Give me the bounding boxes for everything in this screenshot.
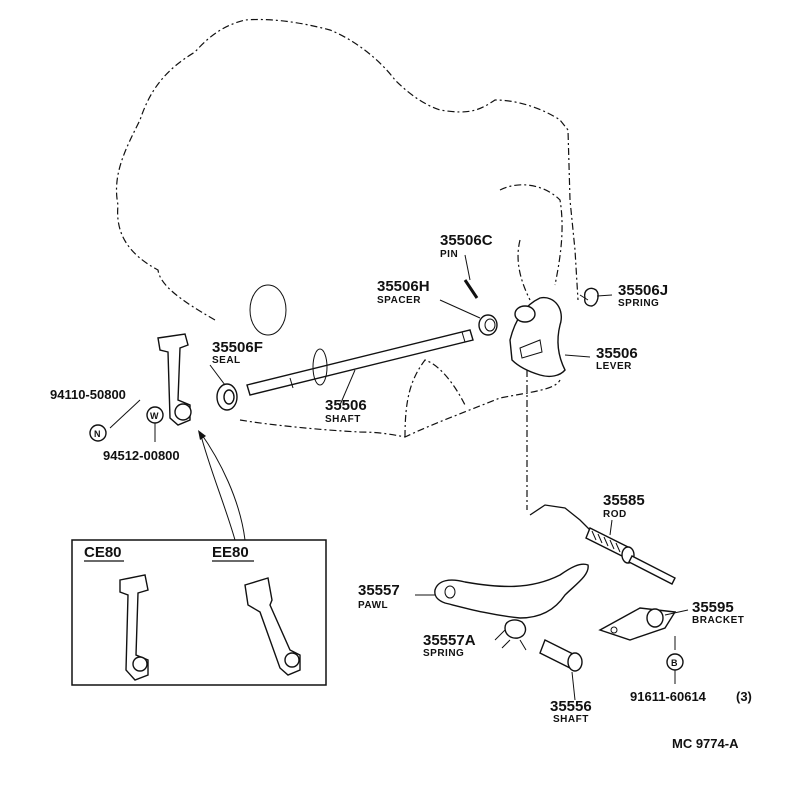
leader-spacer [439, 299, 481, 319]
label-nut-number: 94110-50800 [50, 387, 126, 402]
label-seal-name: SEAL [212, 355, 241, 366]
spring-35557A [501, 619, 527, 651]
label-seal-number: 35506F [212, 339, 263, 356]
label-rod-number: 35585 [603, 492, 645, 509]
ce80-bracket [119, 574, 149, 681]
washer-symbol-letter: W [150, 411, 159, 421]
leader-lever [564, 354, 591, 358]
label-shaft-name: SHAFT [325, 414, 361, 425]
transmission-housing-outline [115, 18, 579, 321]
selector-shaft-35506 [246, 329, 474, 396]
nut-symbol-letter: N [94, 429, 101, 439]
label-spring-j-name: SPRING [618, 298, 659, 309]
inset-arrow-head [198, 430, 206, 440]
label-bolt-qty: (3) [736, 689, 752, 704]
inset-label-ce80: CE80 [84, 544, 122, 561]
label-lever-name: LEVER [596, 361, 632, 372]
label-spring-a-name: SPRING [423, 648, 464, 659]
nut-symbol-N: N [89, 424, 107, 442]
label-pawl-number: 35557 [358, 582, 400, 599]
housing-inner-curve [404, 359, 466, 438]
label-spacer-name: SPACER [377, 295, 421, 306]
housing-lower-outline [239, 379, 561, 438]
label-rod-name: ROD [603, 509, 627, 520]
leader-spring-a [494, 629, 506, 641]
rod-35585 [529, 504, 676, 585]
leader-shaft2 [571, 671, 576, 701]
pin-35506C [463, 279, 479, 299]
label-pin-name: PIN [440, 249, 458, 260]
pawl-35557 [434, 563, 589, 619]
label-shaft-number: 35506 [325, 397, 367, 414]
detent-spring-bracket [157, 333, 192, 426]
housing-right-detail [499, 184, 563, 301]
leader-seal [209, 364, 226, 386]
leader-spring-j [596, 294, 613, 297]
leader-nut [109, 399, 141, 429]
leader-shaft [339, 369, 356, 406]
inset-label-ee80: EE80 [212, 544, 249, 561]
bolt-symbol-B: B [666, 653, 684, 671]
bracket-35595 [598, 607, 677, 641]
label-pin-number: 35506C [440, 232, 493, 249]
spacer-35506H [478, 314, 498, 336]
shaft-35556 [539, 639, 583, 672]
leader-pin [464, 254, 471, 281]
inset-box [71, 539, 327, 686]
housing-bore-ellipse [249, 284, 287, 336]
label-shaft2-name: SHAFT [553, 714, 589, 725]
lever-35506 [509, 296, 566, 378]
label-lever-number: 35506 [596, 345, 638, 362]
seal-35506F [216, 383, 238, 411]
leader-bracket [664, 609, 689, 616]
label-spring-a-number: 35557A [423, 632, 476, 649]
leader-rod [609, 519, 613, 536]
label-spacer-number: 35506H [377, 278, 430, 295]
label-bracket-name: BRACKET [692, 615, 744, 626]
ee80-bracket [244, 577, 301, 676]
label-bolt-number: 91611-60614 [630, 689, 707, 704]
label-washer-number: 94512-00800 [103, 448, 180, 463]
label-bracket-number: 35595 [692, 599, 734, 616]
label-shaft2-number: 35556 [550, 698, 592, 715]
bolt-symbol-letter: B [671, 658, 678, 668]
washer-symbol-W: W [146, 406, 164, 424]
inset-arrow-lines [199, 431, 246, 541]
label-spring-j-number: 35506J [618, 282, 668, 299]
diagram-code: MC 9774-A [672, 736, 739, 751]
label-pawl-name: PAWL [358, 600, 388, 611]
spring-35506J [579, 287, 599, 307]
